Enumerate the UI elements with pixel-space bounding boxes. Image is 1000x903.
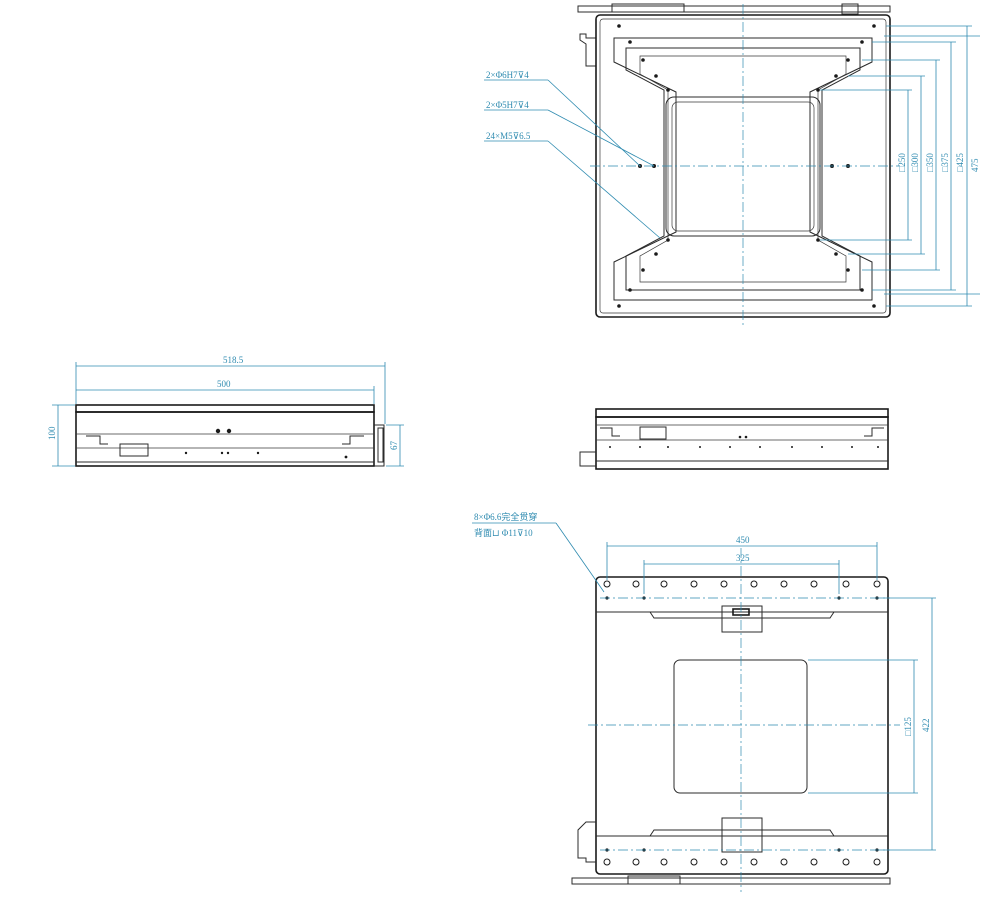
cross-plate-outer — [613, 37, 873, 301]
front-side-connector — [374, 424, 385, 467]
callout-thread-m5: 24×M5⊽6.5 — [486, 131, 531, 141]
bottom-through-holes — [605, 596, 879, 852]
side-body — [595, 416, 889, 470]
bottom-side-handle — [577, 821, 596, 863]
front-view: 518.5 500 100 67 — [47, 355, 404, 467]
dim-height-67: 67 — [389, 441, 399, 451]
dim-square-125: □125 — [903, 717, 913, 736]
dim-square-250: □250 — [897, 153, 907, 172]
bottom-connector-bottom — [721, 817, 763, 853]
dim-overall-518: 518.5 — [223, 355, 244, 365]
callout-counterbore: 背面⊔ Φ11⊽10 — [474, 527, 533, 538]
dim-hole-span-422: 422 — [921, 719, 931, 733]
top-dimensions — [820, 25, 980, 307]
side-top-plate — [595, 408, 889, 418]
bottom-hole-row-top — [603, 580, 881, 588]
side-view — [579, 408, 889, 470]
dim-square-425: □425 — [955, 153, 965, 172]
top-callout-leaders — [484, 79, 661, 239]
bottom-hole-row-bottom — [603, 858, 881, 866]
dim-square-375: □375 — [940, 153, 950, 172]
top-mount-holes — [617, 24, 876, 308]
bottom-body-outline — [595, 576, 889, 875]
bottom-connector-top — [721, 605, 763, 633]
callout-dowel-6h7: 2×Φ6H7⊽4 — [486, 70, 529, 80]
dim-width-500: 500 — [217, 379, 231, 389]
top-view: □250 □300 □350 □375 □425 475 2×Φ6H7⊽4 2×… — [484, 3, 980, 326]
callout-dowel-5h7: 2×Φ5H7⊽4 — [486, 100, 529, 110]
dim-square-300: □300 — [910, 153, 920, 172]
dim-length-475: 475 — [970, 158, 980, 172]
callout-through-holes: 8×Φ6.6完全贯穿 — [474, 511, 537, 522]
side-view-cable — [579, 451, 596, 467]
front-top-plate — [75, 404, 375, 413]
bottom-aperture — [673, 659, 808, 794]
cross-plate-mid — [625, 47, 861, 291]
bottom-view: 450 325 □125 422 8×Φ6.6完全贯穿 背面⊔ Φ11⊽10 — [472, 511, 936, 892]
dim-hole-span-325: 325 — [736, 553, 750, 563]
side-handle — [579, 33, 596, 67]
dim-height-100: 100 — [47, 426, 57, 440]
front-holes — [184, 428, 348, 459]
dim-hole-span-450: 450 — [736, 535, 750, 545]
side-holes — [609, 435, 879, 448]
top-rail — [577, 5, 891, 13]
bottom-rail — [571, 877, 891, 885]
dim-square-350: □350 — [925, 153, 935, 172]
front-body — [75, 411, 375, 467]
